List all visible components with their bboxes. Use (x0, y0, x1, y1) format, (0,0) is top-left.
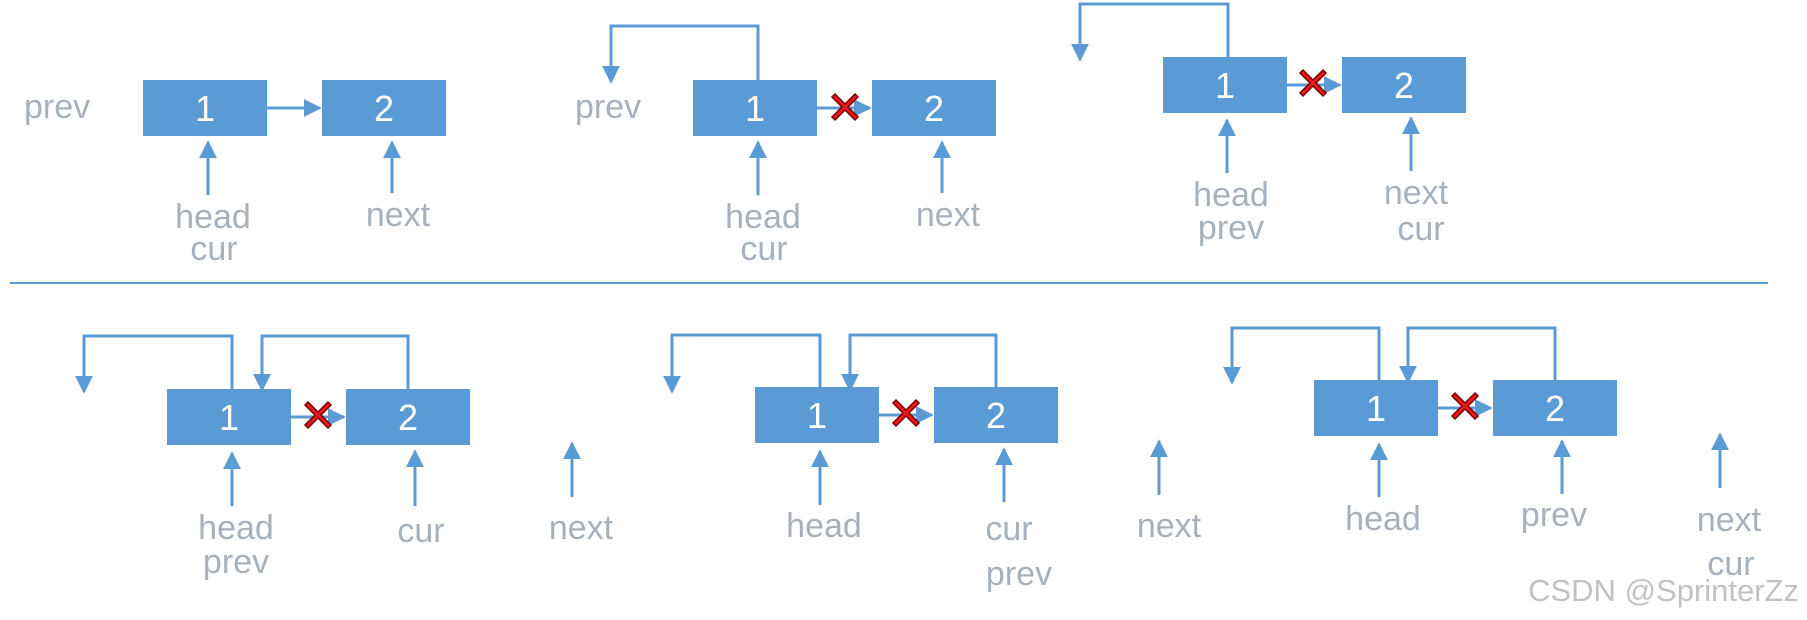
node-1-label: 1 (1366, 388, 1386, 429)
node-1 (167, 389, 291, 445)
node-2-label: 2 (1394, 65, 1414, 106)
cur-label: cur (397, 512, 445, 550)
head-label: head (725, 198, 801, 236)
head-label: head (1193, 176, 1269, 214)
node-2 (1342, 57, 1466, 113)
head-label: head (786, 507, 862, 545)
next-label: next (365, 196, 431, 234)
reverse-link-arrow (75, 334, 234, 394)
node-2 (322, 80, 446, 136)
cur-label: cur (1397, 210, 1445, 248)
reverse-link-arrow (1071, 2, 1230, 62)
node-2 (346, 389, 470, 445)
next-label: next (915, 196, 981, 234)
prev-label: prev (575, 88, 642, 126)
watermark: CSDN @SprinterZz (1528, 573, 1799, 608)
reverse-link-arrow (1223, 326, 1381, 385)
node-1 (143, 80, 267, 136)
node-1-label: 1 (807, 395, 827, 436)
prev-label: prev (24, 88, 91, 126)
head-label: head (1345, 500, 1421, 538)
node-2-label: 2 (374, 88, 394, 129)
reverse-link-arrow-2 (1399, 326, 1557, 384)
prev-label: prev (1197, 209, 1265, 247)
step-5: 1 2 (663, 333, 1168, 505)
node-1 (755, 387, 879, 443)
cross-icon (891, 398, 921, 428)
node-2-label: 2 (398, 397, 418, 438)
cur-label: cur (985, 510, 1033, 548)
node-1-label: 1 (745, 88, 765, 129)
next-label: next (1136, 507, 1202, 545)
node-1 (1163, 57, 1287, 113)
node-2 (1493, 380, 1617, 436)
next-label: next (1696, 501, 1762, 539)
node-1-label: 1 (1215, 65, 1235, 106)
step-2: 1 2 (602, 24, 996, 195)
head-label: head (175, 198, 251, 236)
cross-icon (1450, 391, 1480, 421)
reverse-link-arrow (663, 333, 822, 394)
step-6: 1 2 (1223, 326, 1729, 497)
head-label: head (198, 509, 274, 547)
node-2 (934, 387, 1058, 443)
reverse-link-arrow-2 (841, 333, 998, 392)
node-1 (1314, 380, 1438, 436)
node-1-label: 1 (195, 88, 215, 129)
prev-label: prev (202, 543, 270, 581)
reverse-link-arrow (602, 24, 760, 84)
step-3: 1 2 (1071, 2, 1466, 173)
cur-label: cur (740, 230, 788, 268)
step-4: 1 2 (75, 334, 581, 506)
cur-label: cur (1707, 545, 1755, 583)
node-2-label: 2 (986, 395, 1006, 436)
node-2-label: 2 (924, 88, 944, 129)
cross-icon (1298, 68, 1328, 98)
cross-icon (830, 92, 860, 122)
node-1 (693, 80, 817, 136)
next-label: next (1383, 174, 1449, 212)
cur-label: cur (190, 230, 238, 268)
node-2-label: 2 (1545, 388, 1565, 429)
reverse-link-arrow-2 (253, 334, 410, 392)
cross-icon (303, 400, 333, 430)
node-2 (872, 80, 996, 136)
next-label: next (548, 509, 614, 547)
prev-label: prev (1520, 496, 1588, 534)
step-1: 1 2 (143, 80, 446, 195)
node-1-label: 1 (219, 397, 239, 438)
prev-label: prev (985, 555, 1053, 593)
